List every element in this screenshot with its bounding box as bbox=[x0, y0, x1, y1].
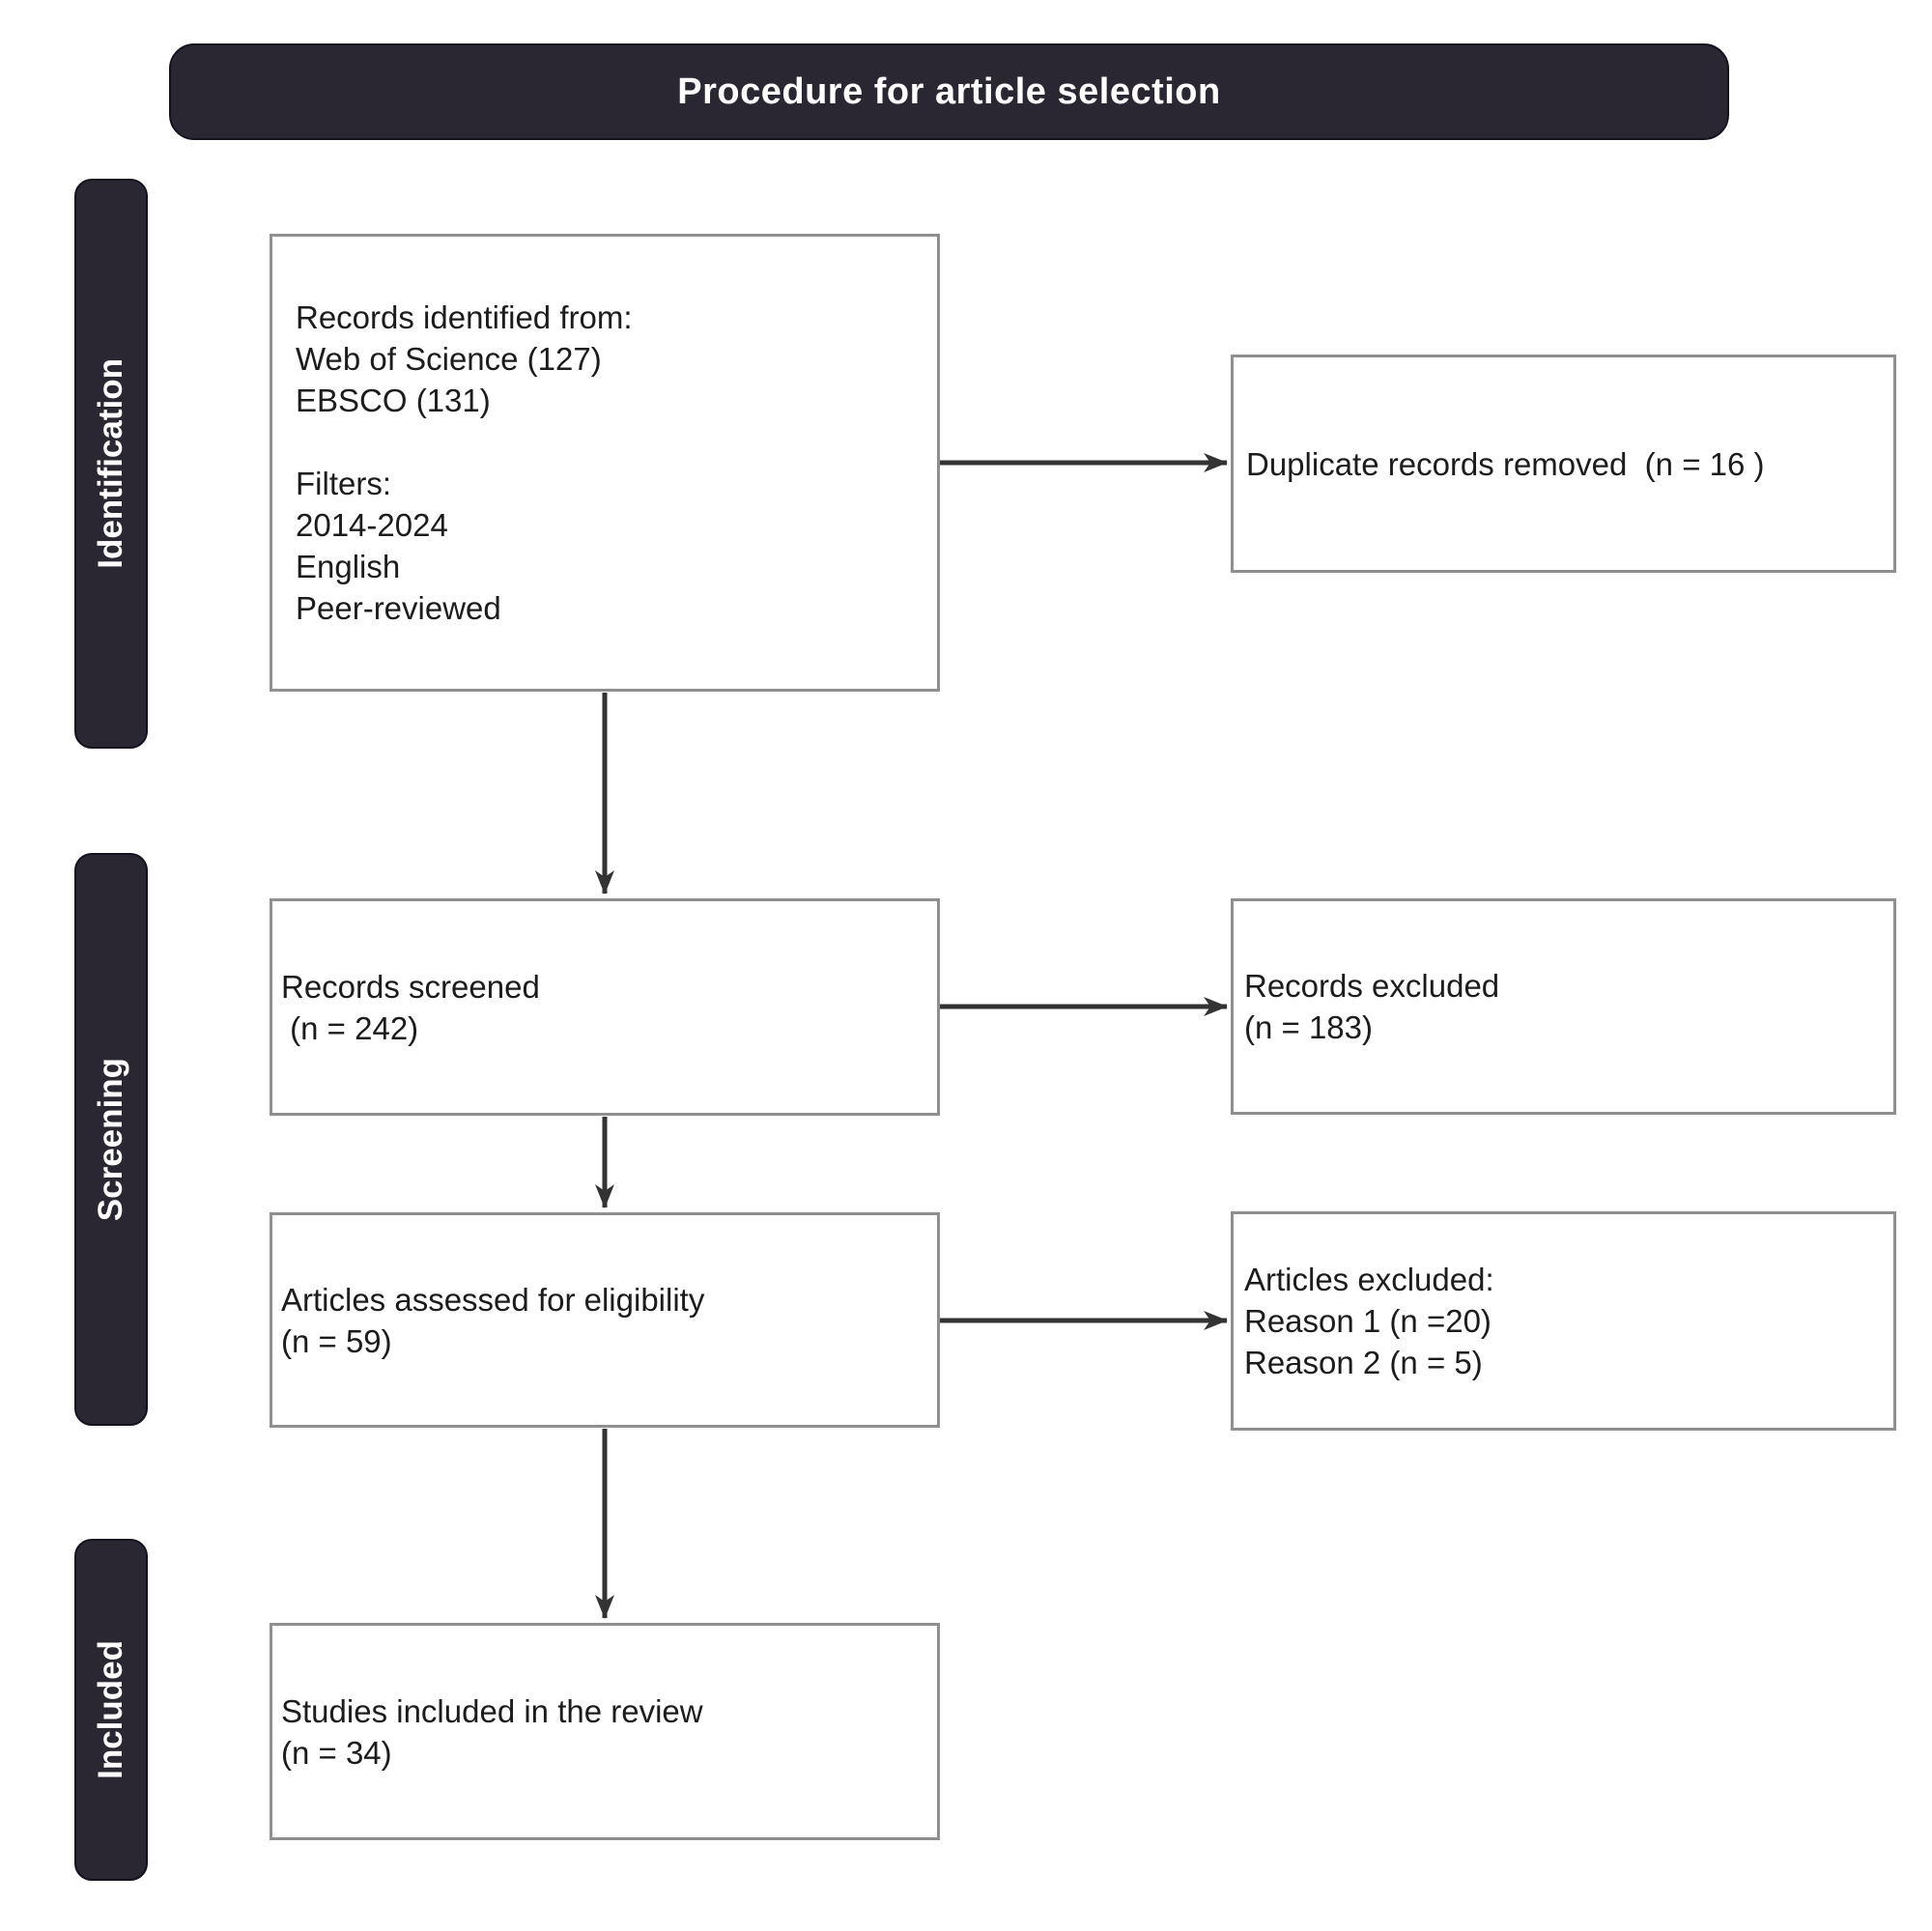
box-line: Articles excluded: bbox=[1244, 1262, 1494, 1297]
box-duplicates-removed: Duplicate records removed (n = 16 ) bbox=[1231, 355, 1896, 573]
box-line: Duplicate records removed (n = 16 ) bbox=[1246, 445, 1765, 482]
box-line: English bbox=[296, 549, 401, 584]
box-records-identified: Records identified from: Web of Science … bbox=[270, 234, 940, 692]
box-line: (n = 242) bbox=[281, 1009, 419, 1046]
box-line: Peer-reviewed bbox=[296, 590, 501, 626]
stage-label-screening: Screening bbox=[92, 1057, 129, 1222]
box-line bbox=[296, 421, 937, 463]
box-line: EBSCO (131) bbox=[296, 383, 491, 418]
stage-label-included: Included bbox=[92, 1640, 129, 1779]
stage-label-identification: Identification bbox=[92, 358, 129, 569]
box-line: (n = 59) bbox=[281, 1322, 392, 1359]
box-line: 2014-2024 bbox=[296, 507, 448, 543]
box-line: Web of Science (127) bbox=[296, 341, 602, 377]
box-line: Articles assessed for eligibility bbox=[281, 1281, 705, 1318]
box-records-excluded: Records excluded (n = 183) bbox=[1231, 898, 1896, 1115]
box-line: (n = 183) bbox=[1244, 1009, 1373, 1045]
box-line: Reason 1 (n =20) bbox=[1244, 1303, 1492, 1339]
diagram-title-bar: Procedure for article selection bbox=[169, 43, 1729, 140]
box-line: Studies included in the review bbox=[281, 1692, 703, 1729]
stage-rail-included: Included bbox=[74, 1539, 148, 1881]
box-line: Reason 2 (n = 5) bbox=[1244, 1345, 1483, 1380]
diagram-title: Procedure for article selection bbox=[677, 71, 1221, 112]
box-articles-excluded: Articles excluded: Reason 1 (n =20) Reas… bbox=[1231, 1211, 1896, 1431]
stage-rail-screening: Screening bbox=[74, 853, 148, 1426]
box-records-screened: Records screened (n = 242) bbox=[270, 898, 940, 1116]
box-articles-assessed: Articles assessed for eligibility (n = 5… bbox=[270, 1212, 940, 1428]
box-line: Filters: bbox=[296, 466, 391, 501]
box-line: Records identified from: bbox=[296, 299, 633, 335]
box-line: (n = 34) bbox=[281, 1734, 392, 1771]
box-studies-included: Studies included in the review (n = 34) bbox=[270, 1623, 940, 1840]
box-line: Records excluded bbox=[1244, 968, 1500, 1004]
stage-rail-identification: Identification bbox=[74, 179, 148, 749]
box-line: Records screened bbox=[281, 968, 540, 1005]
